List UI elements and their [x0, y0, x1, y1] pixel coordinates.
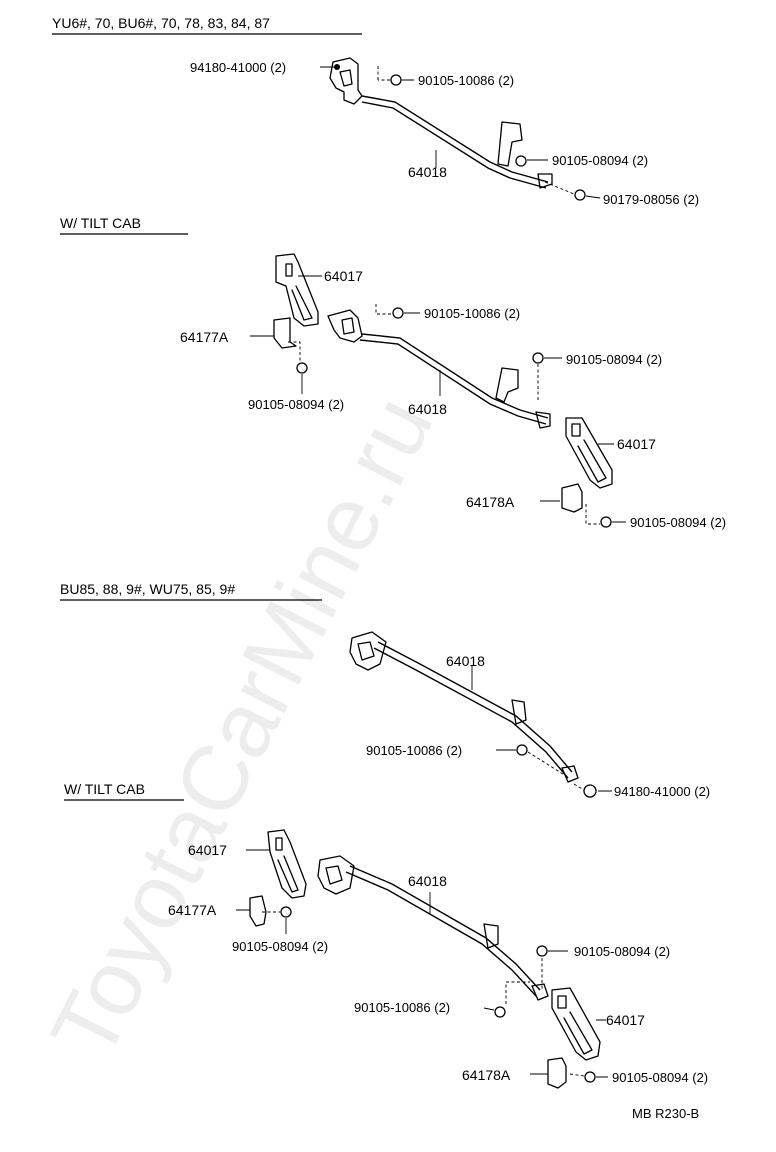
section-2-nut-icon: [532, 352, 544, 364]
part-label: 64178A: [462, 1067, 511, 1083]
section-4: W/ TILT CAB 64017 64018 64177A 90105-080…: [64, 781, 708, 1089]
part-label: 90105-08094 (2): [566, 352, 662, 367]
section-1-dashed-lines: [377, 66, 575, 195]
part-label: 64017: [324, 268, 363, 284]
section-1-nut-icon: [574, 189, 586, 201]
part-label: 64017: [188, 842, 227, 858]
diagram-code: MB R230-B: [632, 1106, 699, 1121]
part-label: 94180-41000 (2): [190, 60, 286, 75]
section-4-bracket-64178a: [547, 1057, 567, 1089]
section-1-nut-icon: [390, 74, 402, 86]
part-label: 64017: [606, 1012, 645, 1028]
watermark: ToyotaCarMine.ru: [32, 381, 453, 1074]
section-2-bracket-64177a: [273, 317, 297, 349]
part-label: 64177A: [168, 902, 217, 918]
section-2-left-bracket: [327, 309, 363, 343]
part-label: 90179-08056 (2): [603, 192, 699, 207]
section-2: W/ TILT CAB 64017 90105-10086 (2) 64177A…: [60, 215, 726, 530]
section-3-rod-64018: [373, 641, 573, 779]
part-label: 64178A: [466, 494, 515, 510]
section-1-bolt-icon: [334, 64, 340, 70]
part-label: 90105-08094 (2): [574, 944, 670, 959]
section-1-header: YU6#, 70, BU6#, 70, 78, 83, 84, 87: [52, 15, 270, 31]
part-label: 94180-41000 (2): [614, 784, 710, 799]
part-label: 64018: [408, 873, 447, 889]
part-label: 90105-08094 (2): [248, 397, 344, 412]
section-1-right-bracket: [497, 121, 553, 189]
section-2-stay-64017: [275, 253, 319, 327]
section-3-header: BU85, 88, 9#, WU75, 85, 9#: [60, 581, 235, 597]
part-label: 90105-08094 (2): [612, 1070, 708, 1085]
section-4-bracket-64177a: [249, 895, 267, 927]
section-4-stay-64017: [267, 829, 307, 899]
section-2-nut-icon: [296, 362, 308, 374]
section-2-rod-bracket: [495, 367, 551, 429]
section-3-nut-icon: [583, 784, 597, 798]
section-2-dashed-lines: [288, 304, 600, 525]
section-3-nut-icon: [516, 744, 528, 756]
section-4-leader-lines: [236, 849, 608, 1078]
part-label: 64018: [408, 164, 447, 180]
part-label: 90105-10086 (2): [418, 73, 514, 88]
section-3-leader-lines: [471, 666, 612, 792]
section-4-nut-icon: [494, 1006, 506, 1018]
section-3-rod-bracket: [511, 699, 579, 783]
section-2-stay-64017-right: [565, 417, 613, 489]
section-4-stay-64017-right: [551, 987, 601, 1061]
part-label: 90105-10086 (2): [424, 306, 520, 321]
part-label: 90105-10086 (2): [366, 743, 462, 758]
part-label: 64018: [408, 401, 447, 417]
section-3-left-bracket: [349, 631, 387, 671]
section-4-header: W/ TILT CAB: [64, 781, 145, 797]
section-2-rod-64018: [359, 333, 549, 425]
section-1-leader-lines: [320, 66, 601, 199]
section-1: YU6#, 70, BU6#, 70, 78, 83, 84, 87 94180…: [52, 15, 699, 207]
part-label: 64018: [446, 653, 485, 669]
section-2-header: W/ TILT CAB: [60, 215, 141, 231]
section-4-rod-bracket: [483, 923, 549, 1001]
section-3-dashed-lines: [527, 751, 585, 791]
section-2-leader-lines: [250, 275, 626, 523]
section-3: BU85, 88, 9#, WU75, 85, 9# 64018 90105-1…: [60, 581, 710, 799]
part-label: 90105-08094 (2): [552, 153, 648, 168]
section-2-nut-icon: [392, 307, 404, 319]
section-2-nut-icon: [600, 516, 612, 528]
section-1-nut-icon: [515, 155, 527, 167]
part-label: 90105-10086 (2): [354, 1000, 450, 1015]
section-4-left-bracket: [317, 855, 355, 895]
section-2-bracket-64178a: [561, 483, 583, 513]
part-label: 90105-08094 (2): [630, 515, 726, 530]
section-1-left-bracket: [329, 57, 363, 105]
section-4-nut-icon: [584, 1071, 596, 1083]
part-label: 64177A: [180, 329, 229, 345]
section-1-rod-64018: [361, 95, 549, 189]
part-label: 90105-08094 (2): [232, 939, 328, 954]
section-4-nut-icon: [536, 945, 548, 957]
section-4-nut-icon: [280, 906, 292, 918]
part-label: 64017: [617, 436, 656, 452]
